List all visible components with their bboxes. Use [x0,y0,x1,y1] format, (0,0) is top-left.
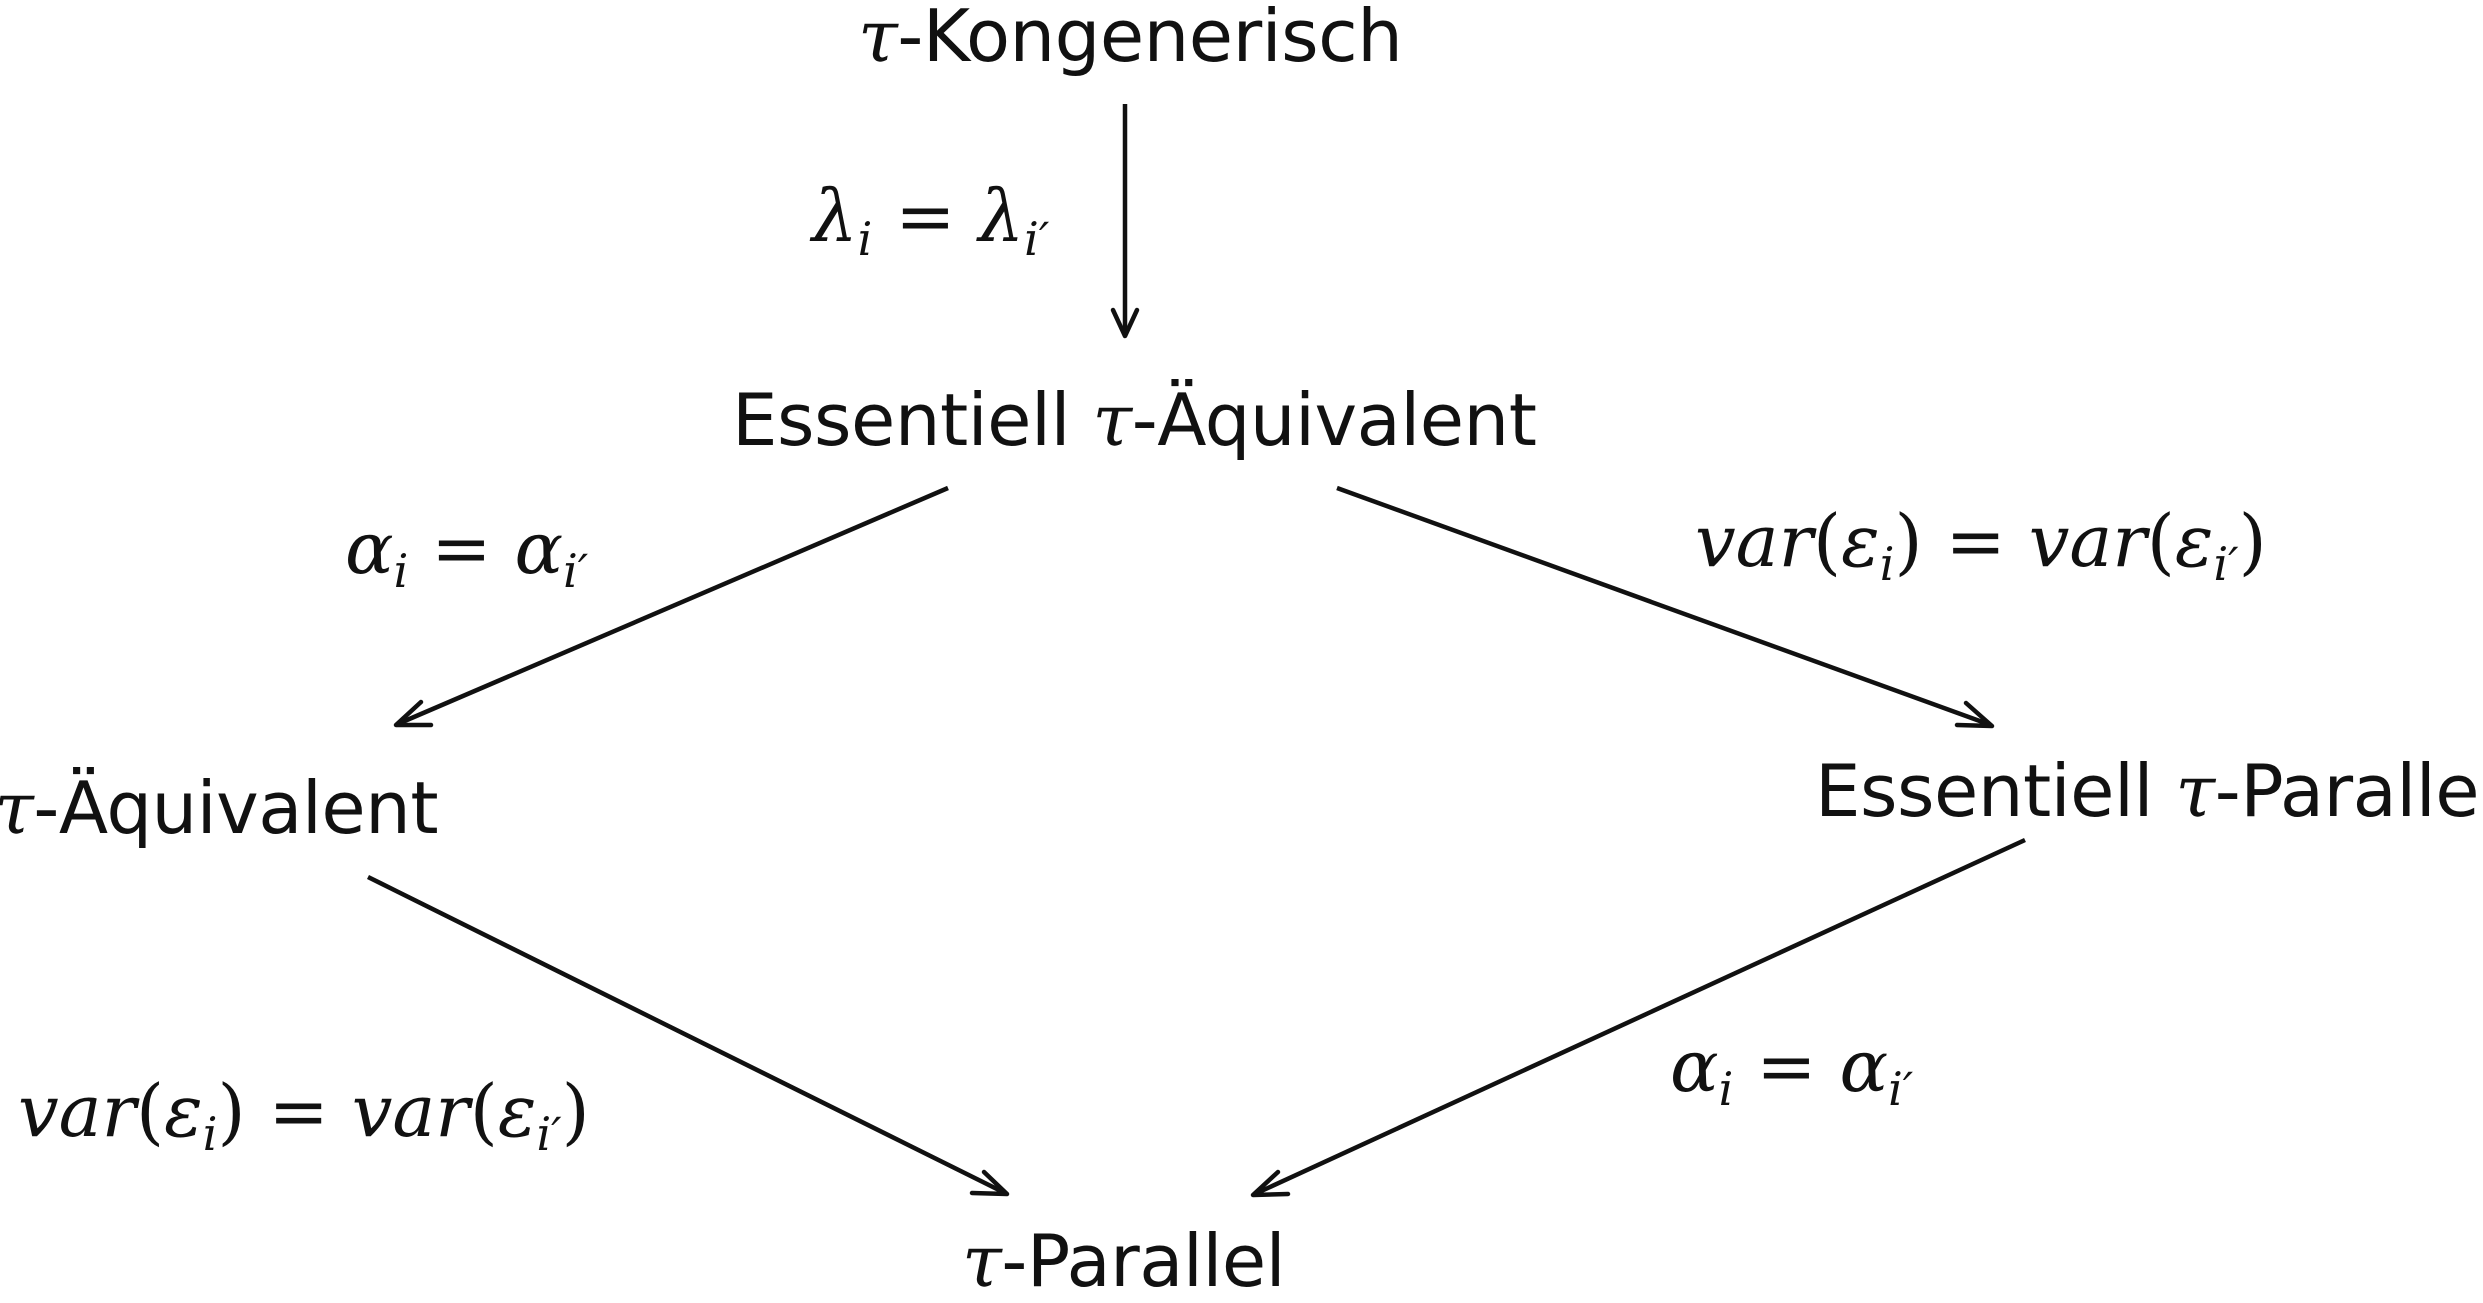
epsilon-symbol: ε [497,1069,537,1153]
tau-symbol: τ [962,1219,1002,1303]
epsilon-symbol: ε [2174,499,2214,583]
condition-alpha-lower: αi = αi′ [1670,1030,1913,1112]
condition-lambda: λi = λi′ [812,180,1049,262]
subscript-i: i [393,544,409,598]
close-paren: ) [561,1069,590,1153]
arrowhead-parallel-right [1250,1169,1291,1198]
epsilon-symbol: ε [164,1069,203,1153]
node-tau-parallel: τ-Parallel [962,1225,1286,1297]
subscript-i-prime: i′ [2213,537,2239,591]
subscript-i: i [1718,1062,1734,1116]
subscript-i: i [857,212,873,266]
equals-sign: = [1733,1024,1840,1108]
open-paren: ( [1813,499,1842,583]
node-prefix: Essentiell [1815,749,2176,833]
node-label: -Äquivalent [33,766,439,850]
lambda-symbol: λ [978,174,1025,258]
node-essentiell-tau-parallel: Essentiell τ-Parallel [1815,755,2483,827]
close-paren: ) [217,1069,246,1153]
subscript-i-prime: i′ [536,1107,562,1161]
arrowhead-aequivalent [393,699,434,728]
equals-sign: = [1922,499,2029,583]
alpha-symbol: α [514,506,564,590]
subscript-i-prime: i′ [1024,212,1050,266]
arrowhead-ess-aequivalent [1110,307,1140,339]
equals-sign: = [408,506,515,590]
var-function: var [2028,499,2147,583]
var-function: var [351,1069,470,1153]
alpha-symbol: α [1839,1024,1889,1108]
open-paren: ( [2146,499,2175,583]
equals-sign: = [245,1069,352,1153]
arrowhead-parallel-left [969,1169,1010,1197]
node-label: -Parallel [1001,1219,1286,1303]
arrowhead-ess-parallel [1954,700,1995,729]
subscript-i: i [1879,537,1895,591]
node-tau-aequivalent: τ-Äquivalent [0,772,439,844]
node-tau-kongenerisch: τ-Kongenerisch [858,0,1403,72]
alpha-symbol: α [1670,1024,1719,1108]
tau-symbol: τ [0,766,34,850]
edge-aequivalent-to-parallel [367,874,1004,1195]
node-prefix: Essentiell [732,378,1093,462]
close-paren: ) [2238,499,2267,583]
tau-symbol: τ [1092,378,1132,462]
var-function: var [1695,499,1814,583]
var-function: var [18,1069,137,1153]
lambda-symbol: λ [812,174,858,258]
epsilon-symbol: ε [1841,499,1880,583]
node-label: -Parallel [2214,749,2483,833]
condition-var-lower: var(εi) = var(εi′) [18,1075,590,1157]
tau-symbol: τ [2175,749,2215,833]
subscript-i-prime: i′ [563,544,589,598]
tau-symbol: τ [858,0,898,78]
edge-ess-parallel-to-parallel [1256,837,2026,1196]
open-paren: ( [469,1069,498,1153]
node-label: -Kongenerisch [897,0,1403,78]
open-paren: ( [136,1069,165,1153]
node-essentiell-tau-aequivalent: Essentiell τ-Äquivalent [732,384,1537,456]
equals-sign: = [872,174,979,258]
condition-var-upper: var(εi) = var(εi′) [1695,505,2267,587]
subscript-i: i [202,1107,218,1161]
edge-ess-aequivalent-to-ess-parallel [1336,485,1989,727]
condition-alpha-upper: αi = αi′ [345,512,588,594]
alpha-symbol: α [345,506,394,590]
subscript-i-prime: i′ [1888,1062,1914,1116]
close-paren: ) [1894,499,1923,583]
node-label: -Äquivalent [1131,378,1537,462]
edge-ess-aequivalent-to-aequivalent [399,485,949,726]
